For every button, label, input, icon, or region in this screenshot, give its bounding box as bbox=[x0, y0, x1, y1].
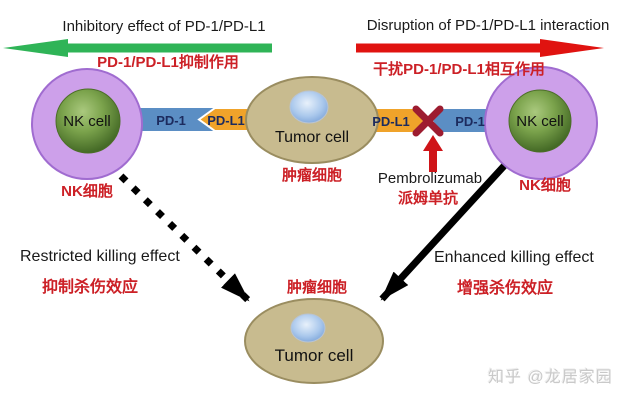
enhanced-effect-label: Enhanced killing effect bbox=[434, 249, 594, 266]
pembrolizumab-arrow-icon bbox=[423, 135, 443, 172]
nk-cell-left-label-cn: NK细胞 bbox=[61, 183, 113, 200]
pdl1-left-label: PD-L1 bbox=[207, 113, 245, 128]
pembrolizumab-label-cn: 派姆单抗 bbox=[397, 190, 458, 207]
nk-cell-left-label: NK cell bbox=[63, 113, 111, 130]
disruption-title: Disruption of PD-1/PD-L1 interaction bbox=[366, 17, 610, 34]
tumor-cell-bottom-label-cn: 肿瘤细胞 bbox=[286, 279, 347, 296]
pdl1-right-label: PD-L1 bbox=[372, 114, 410, 129]
pdl1-band-right bbox=[368, 109, 427, 132]
enhanced-effect-label-cn: 增强杀伤效应 bbox=[457, 280, 554, 297]
inhibitory-effect-title: Inhibitory effect of PD-1/PD-L1 bbox=[62, 18, 266, 35]
restricted-effect-label-cn: 抑制杀伤效应 bbox=[42, 279, 139, 296]
nk-cell-left-body bbox=[55, 88, 121, 154]
tumor-cell-center-nucleus bbox=[289, 90, 329, 124]
pd1-band-left bbox=[140, 108, 214, 131]
nk-cell-right-label-cn: NK细胞 bbox=[519, 177, 571, 194]
tumor-cell-center-label-cn: 肿瘤细胞 bbox=[281, 167, 342, 184]
pd1-band-right bbox=[433, 109, 500, 132]
disruption-subtitle-cn: 干扰PD-1/PD-L1相互作用 bbox=[373, 61, 545, 78]
restricted-killing-arrow bbox=[118, 173, 251, 303]
nk-cell-right-body bbox=[508, 89, 572, 153]
blocked-x-icon bbox=[412, 105, 444, 137]
nk-cell-right-label: NK cell bbox=[516, 113, 564, 130]
tumor-cell-center-label: Tumor cell bbox=[274, 129, 350, 146]
tumor-cell-bottom-nucleus bbox=[290, 313, 326, 343]
inhibition-arrow-icon bbox=[3, 39, 272, 57]
zhihu-watermark: 知乎 @龙居家园 bbox=[488, 369, 613, 386]
disruption-arrow-icon bbox=[356, 39, 604, 57]
restricted-effect-label: Restricted killing effect bbox=[20, 248, 180, 265]
pd1-left-label: PD-1 bbox=[156, 113, 186, 128]
pembrolizumab-label: Pembrolizumab bbox=[377, 170, 483, 187]
enhanced-killing-arrow bbox=[379, 163, 507, 302]
inhibitory-effect-subtitle-cn: PD-1/PD-L1抑制作用 bbox=[97, 54, 239, 71]
tumor-cell-bottom-label: Tumor cell bbox=[274, 346, 354, 365]
pd1-right-label: PD-1 bbox=[455, 114, 485, 129]
